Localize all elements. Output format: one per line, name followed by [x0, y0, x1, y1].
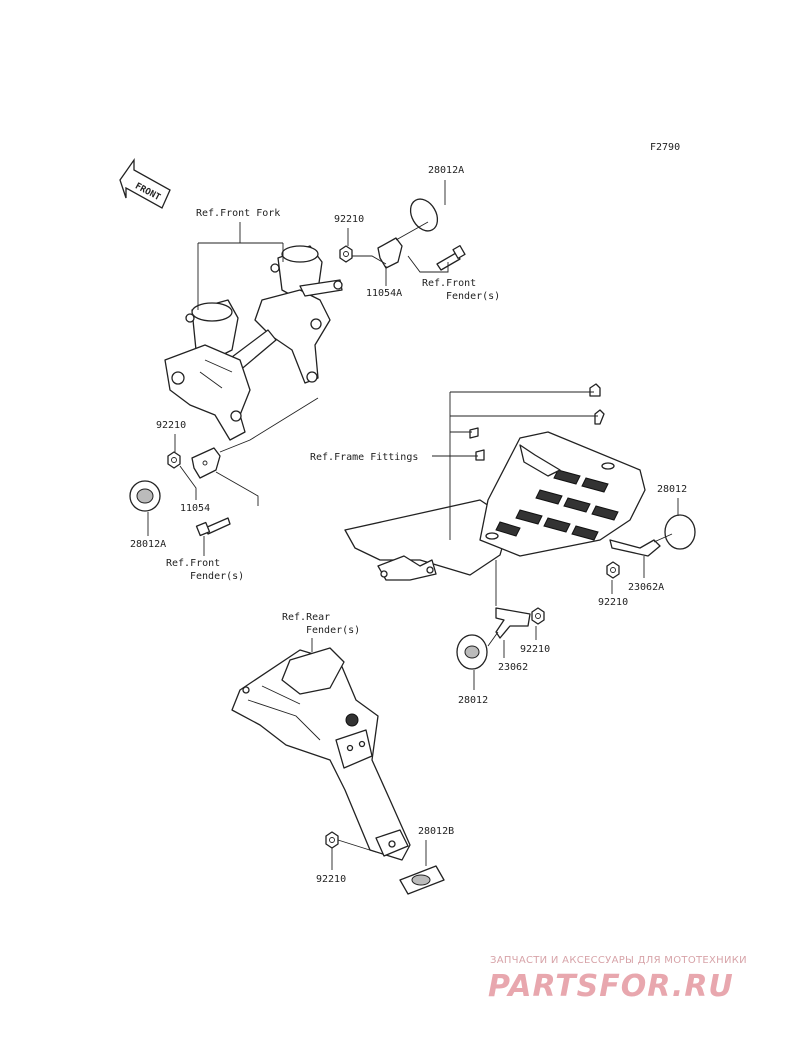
part-92210-left: 92210	[156, 420, 186, 431]
ref-front-fender-left-2: Fender(s)	[190, 571, 244, 582]
bolt-left	[195, 517, 231, 537]
part-92210-top: 92210	[334, 214, 364, 225]
part-28012a-top: 28012A	[428, 165, 464, 176]
part-11054: 11054	[180, 503, 210, 514]
rear-luggage-rack	[344, 431, 646, 581]
bolt-top	[436, 245, 466, 271]
ref-rear-fender-2: Fender(s)	[306, 625, 360, 636]
part-23062: 23062	[498, 662, 528, 673]
ref-frame-fittings-label: Ref.Frame Fittings	[310, 452, 418, 463]
part-23062a: 23062A	[628, 582, 664, 593]
nut-92210-mid	[531, 607, 545, 625]
nut-92210-bottom	[325, 831, 339, 849]
rack-bolts	[469, 383, 605, 461]
ref-front-fork-label: Ref.Front Fork	[196, 208, 280, 219]
reflector-28012a-top	[409, 198, 439, 232]
part-28012-right: 28012	[657, 484, 687, 495]
nut-92210-right	[606, 561, 620, 579]
reflector-28012-right	[664, 514, 696, 550]
part-11054a: 11054A	[366, 288, 402, 299]
rear-fender-assembly	[231, 647, 411, 861]
bracket-23062	[495, 560, 531, 639]
diagram-code: F2790	[650, 142, 680, 153]
watermark-subtitle: ЗАПЧАСТИ И АКСЕССУАРЫ ДЛЯ МОТОТЕХНИКИ	[490, 955, 747, 966]
nut-92210-top	[339, 245, 353, 263]
front-arrow-icon: FRONT	[119, 157, 171, 209]
part-28012a-left: 28012A	[130, 539, 166, 550]
reflector-28012b	[399, 865, 445, 895]
bracket-11054	[191, 447, 221, 479]
reflector-28012a-left	[129, 480, 161, 512]
part-28012b: 28012B	[418, 826, 454, 837]
front-fork-assembly	[164, 245, 343, 441]
reflector-28012-mid	[456, 634, 488, 670]
bracket-11054a	[377, 221, 429, 269]
part-92210-mid: 92210	[520, 644, 550, 655]
part-92210-bottom: 92210	[316, 874, 346, 885]
ref-rear-fender-1: Ref.Rear	[282, 612, 330, 623]
ref-front-fender-top-1: Ref.Front	[422, 278, 476, 289]
ref-front-fender-top-2: Fender(s)	[446, 291, 500, 302]
nut-92210-left	[167, 451, 181, 469]
part-28012-mid: 28012	[458, 695, 488, 706]
watermark-brand: PARTSFOR.RU	[488, 969, 734, 1004]
part-92210-right: 92210	[598, 597, 628, 608]
bracket-23062a	[609, 533, 673, 557]
ref-front-fender-left-1: Ref.Front	[166, 558, 220, 569]
